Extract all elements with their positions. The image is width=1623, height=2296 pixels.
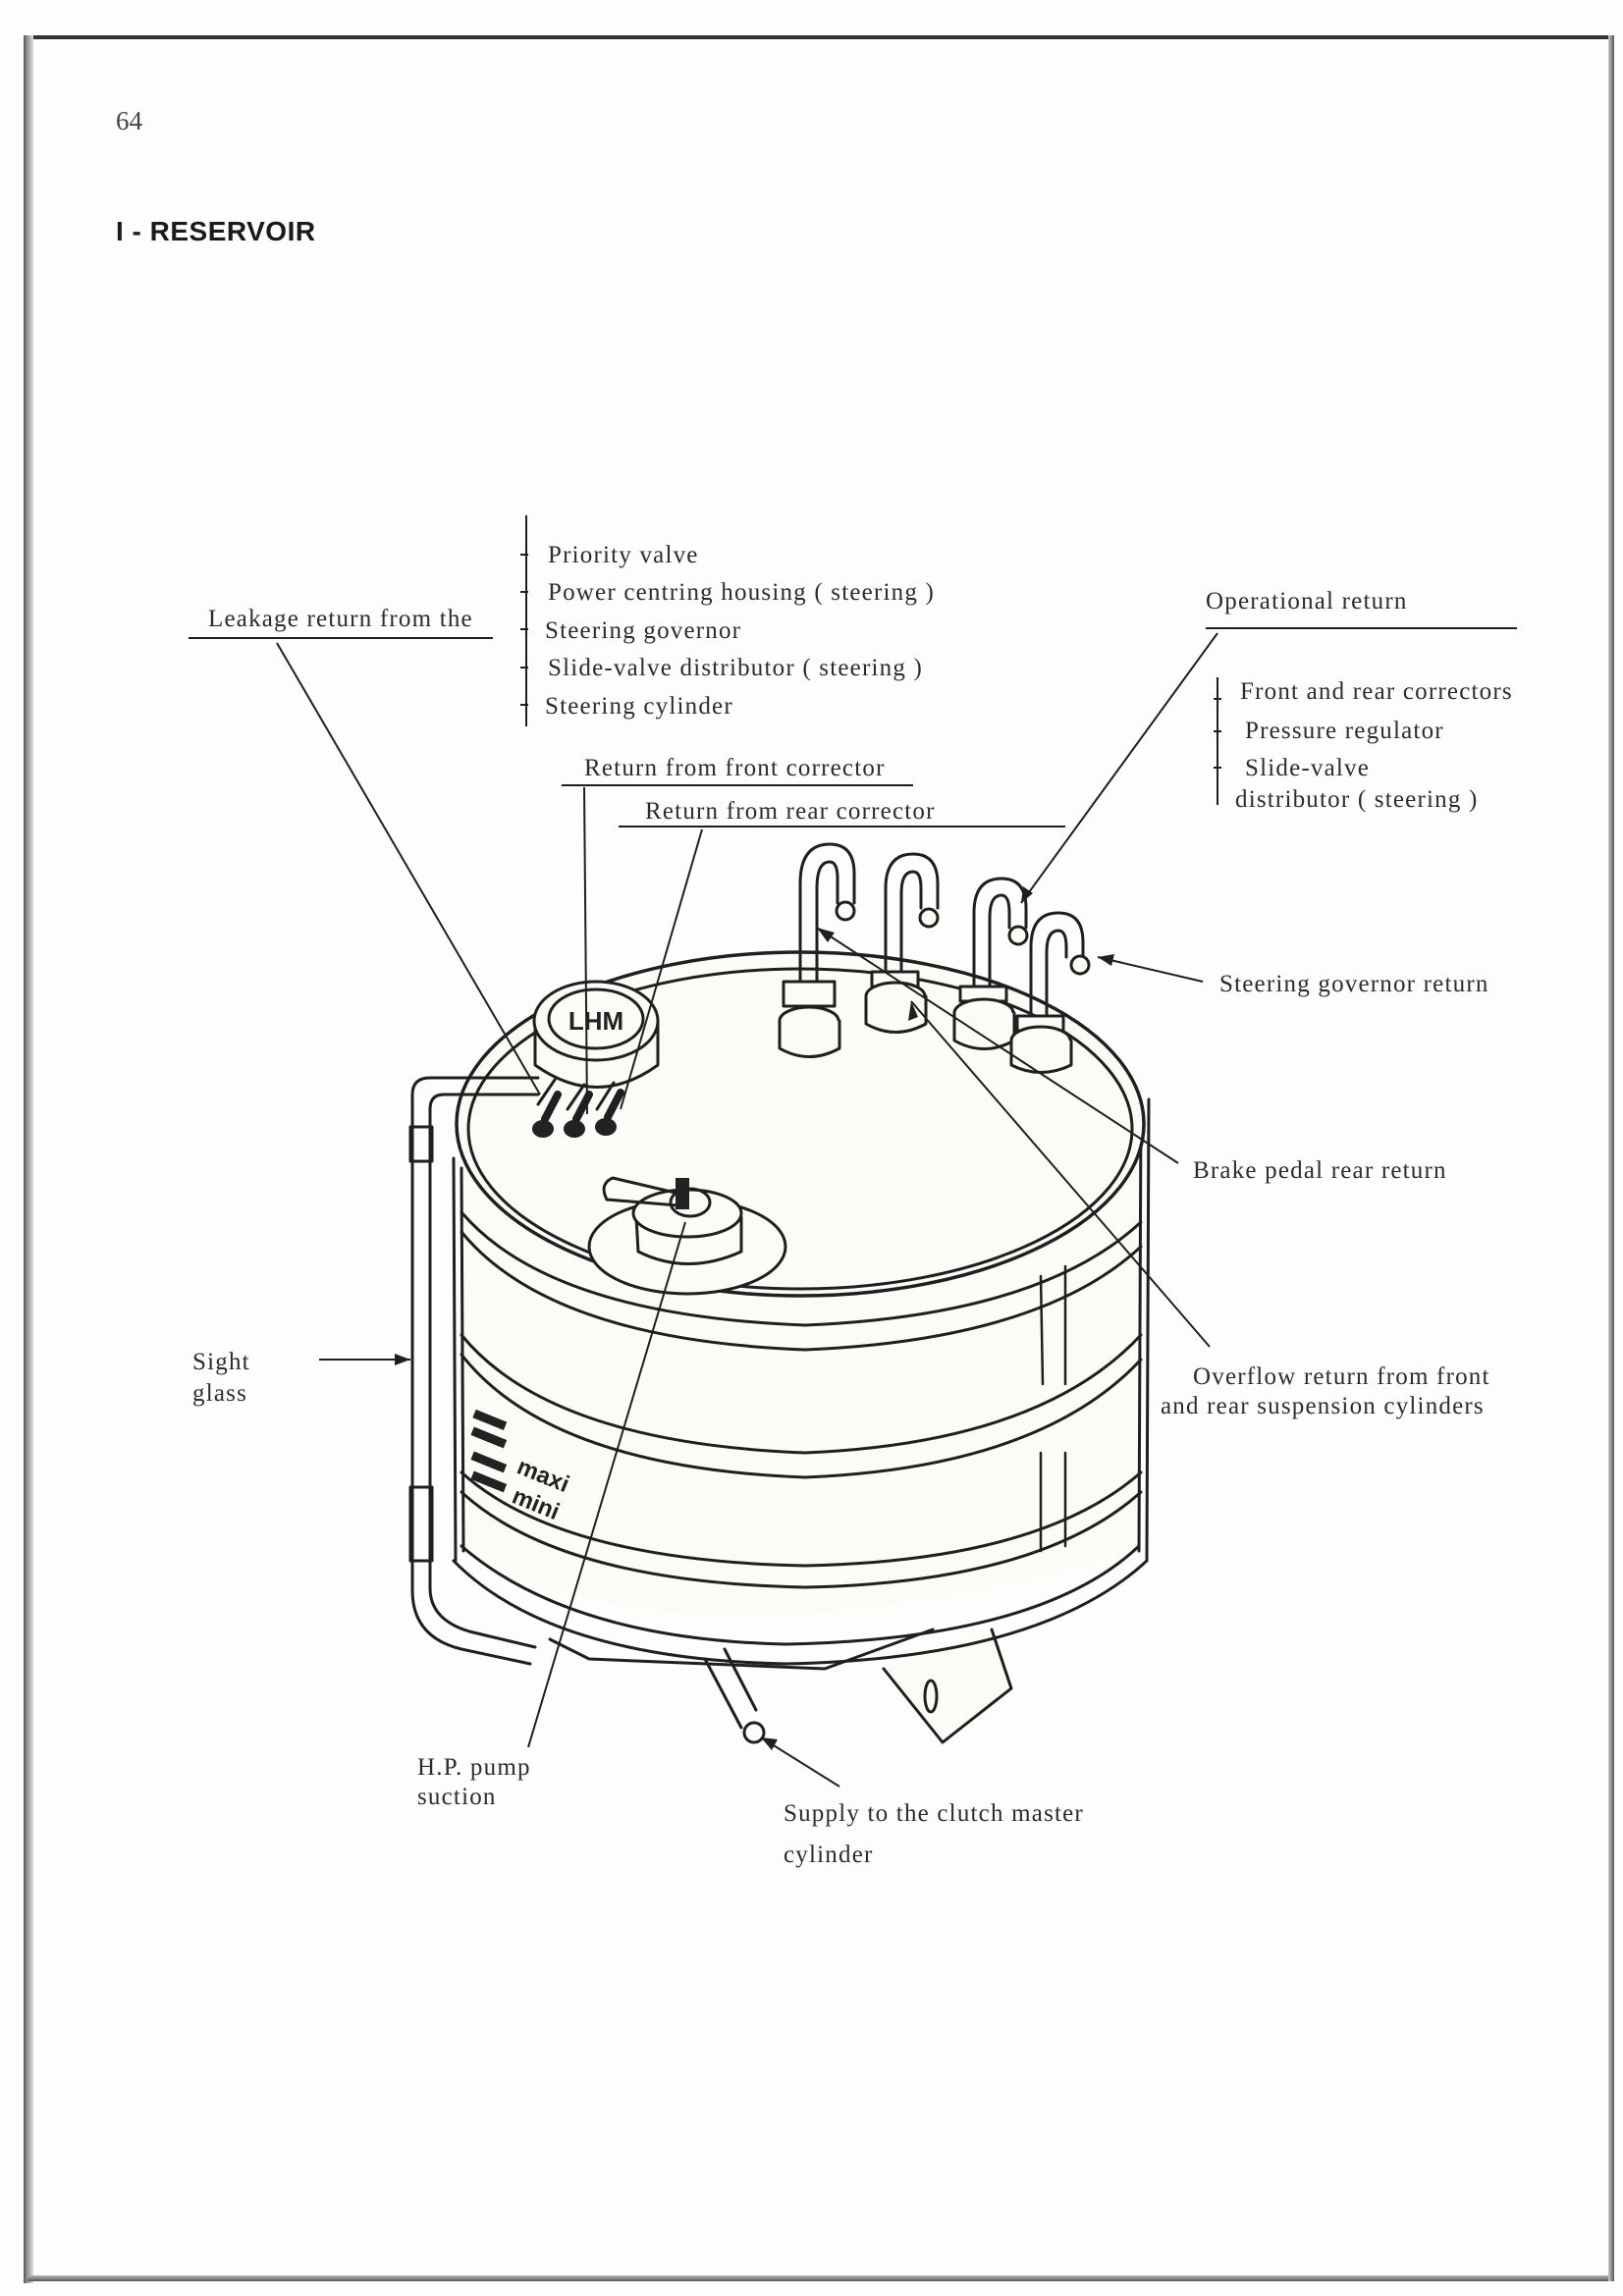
lhm-filler-cap: LHM [532,980,660,1089]
operational-item-distributor: distributor ( steering ) [1235,786,1479,813]
sight-glass-label-line1: Sight [192,1349,250,1375]
page-edge-right [1608,35,1614,2281]
clutch-supply-pipe [703,1647,766,1744]
leader-arrowheads [395,886,1114,1750]
overflow-label-line1: Overflow return from front [1193,1363,1490,1390]
operational-item-correctors: Front and rear correctors [1240,678,1513,705]
return-rear-corrector-label: Return from rear corrector [645,798,936,825]
leakage-item-steering-governor: Steering governor [545,617,741,644]
overflow-label-line2: and rear suspension cylinders [1161,1393,1485,1419]
page-edge-bottom [27,2275,1608,2281]
callout-labels: Leakage return from the Priority valve P… [192,542,1513,1868]
leakage-item-steering-cylinder: Steering cylinder [545,693,733,720]
page-edge-top [27,35,1608,39]
leakage-item-priority-valve: Priority valve [548,542,699,568]
section-title: I - RESERVOIR [116,216,316,246]
hp-pump-label-line1: H.P. pump [417,1754,531,1781]
leakage-item-slide-valve: Slide-valve distributor ( steering ) [548,655,923,681]
pipe-4 [1009,911,1091,1074]
operational-heading: Operational return [1206,588,1408,614]
hp-suction-cap [587,1176,787,1296]
leakage-return-stubs [532,1078,624,1138]
reservoir-tank: LHM [408,842,1151,1744]
steering-governor-return-label: Steering governor return [1219,971,1489,997]
return-front-corrector-label: Return from front corrector [584,755,886,781]
operational-item-slide-valve: Slide-valve [1245,755,1370,781]
leakage-heading: Leakage return from the [208,606,473,632]
brake-pedal-rear-return-label: Brake pedal rear return [1193,1157,1447,1184]
operational-item-pressure-regulator: Pressure regulator [1245,718,1444,744]
sight-glass-label-line2: glass [192,1380,247,1407]
page-binding-shadow [24,35,33,2283]
leakage-item-power-centring: Power centring housing ( steering ) [548,579,935,606]
clutch-label-line2: cylinder [784,1842,874,1868]
hp-pump-label-line2: suction [417,1784,497,1810]
leader-lines [189,515,1517,1788]
pipe-1 [778,842,856,1058]
page-number: 64 [116,106,142,135]
pipe-2 [864,852,940,1034]
lhm-marking: LHM [568,1006,623,1036]
sight-glass-tube [408,1076,540,1666]
clutch-label-line1: Supply to the clutch master [784,1800,1084,1827]
